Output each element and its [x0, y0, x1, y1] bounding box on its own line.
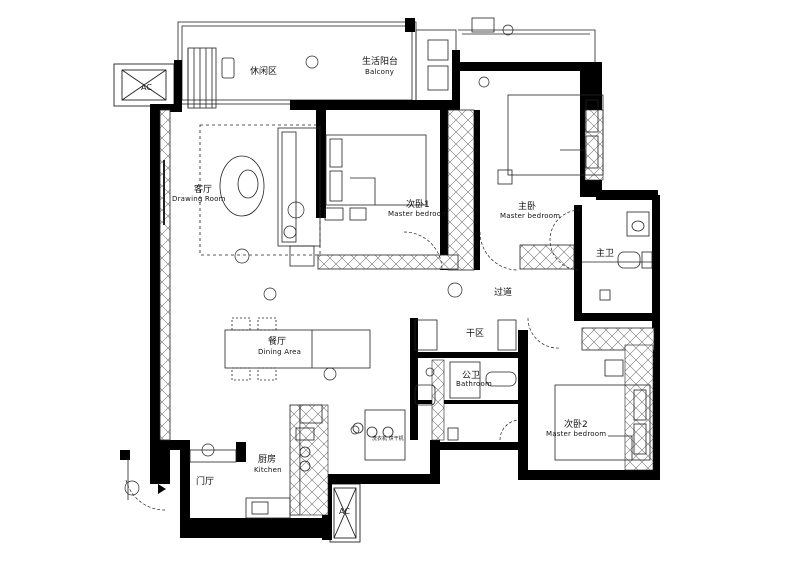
- room-label-kitchen: 厨房: [258, 455, 277, 465]
- entry-arrow-icon: [158, 484, 166, 494]
- room-label-dining: 餐厅: [268, 337, 287, 347]
- room-label-bedroom-1-en: Master bedroom: [388, 210, 449, 218]
- furniture: [163, 94, 653, 519]
- room-label-master: 主卧: [518, 202, 537, 212]
- room-label-living-en: Drawing Room: [172, 195, 226, 203]
- room-label-public-bath: 公卫: [462, 371, 481, 381]
- appliance-note: 洗衣机 烘干机: [372, 436, 404, 442]
- ac-label-top: AC: [141, 83, 152, 92]
- room-label-leisure: 休闲区: [250, 67, 278, 77]
- room-label-dry-area: 干区: [466, 329, 485, 339]
- room-label-bedroom-2: 次卧2: [564, 420, 588, 430]
- room-label-living: 客厅: [194, 185, 213, 195]
- room-label-bedroom-2-en: Master bedroom: [546, 430, 607, 438]
- room-label-entrance: 门厅: [196, 477, 215, 487]
- plants: [124, 24, 514, 496]
- room-label-balcony: 生活阳台: [362, 57, 399, 67]
- room-label-dining-en: Dining Area: [258, 348, 302, 356]
- room-label-kitchen-en: Kitchen: [254, 466, 282, 474]
- room-label-public-bath-en: Bathroom: [456, 380, 492, 388]
- room-label-balcony-en: Balcony: [365, 68, 395, 76]
- room-label-master-bath: 主卫: [596, 249, 615, 259]
- room-label-bedroom-1: 次卧1: [406, 200, 430, 210]
- ac-label-bottom: AC: [339, 507, 350, 516]
- room-label-corridor: 过道: [494, 288, 513, 298]
- room-label-master-en: Master bedroom: [500, 212, 561, 220]
